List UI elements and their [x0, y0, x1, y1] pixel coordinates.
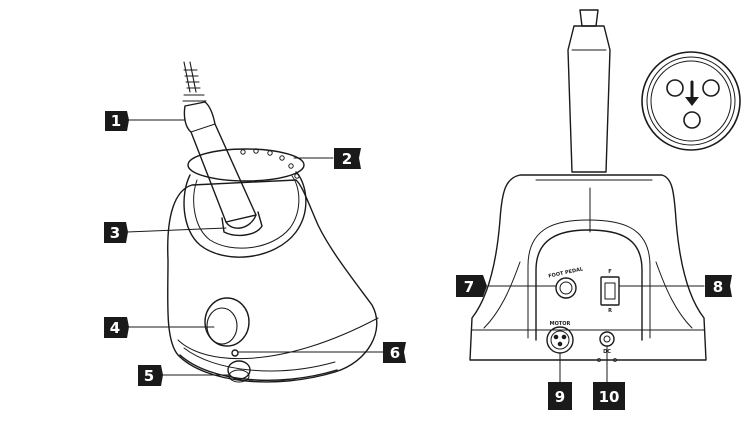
callout-9: 9 — [548, 382, 572, 410]
socket-pin-right — [702, 79, 720, 97]
vent-holes — [240, 148, 300, 179]
callout-8: 8 — [705, 275, 732, 297]
svg-text:7: 7 — [464, 278, 474, 296]
svg-text:4: 4 — [110, 319, 120, 337]
svg-text:2: 2 — [342, 150, 352, 168]
vent-ring — [187, 148, 305, 182]
front-leader-lines — [126, 119, 384, 376]
svg-text:8: 8 — [713, 278, 723, 296]
label-switch-reverse: R — [608, 308, 612, 314]
callout-badges: 1 2 3 4 5 6 7 8 — [104, 111, 732, 410]
svg-text:5: 5 — [144, 367, 154, 385]
socket-pin-bottom — [683, 111, 701, 129]
foot-pedal-jack — [555, 277, 577, 299]
rear-handpiece-tip — [579, 9, 599, 27]
callout-3: 3 — [104, 222, 128, 243]
indicator-light — [231, 349, 239, 357]
callout-4: 4 — [104, 317, 129, 338]
svg-text:1: 1 — [111, 112, 121, 130]
svg-text:9: 9 — [555, 388, 565, 406]
socket-detail-inset — [641, 51, 741, 151]
direction-switch — [600, 276, 620, 306]
rear-view — [469, 9, 707, 383]
svg-text:10: 10 — [599, 388, 620, 406]
callout-1: 1 — [105, 111, 129, 131]
unit-body — [167, 179, 378, 383]
callout-7: 7 — [456, 275, 487, 297]
svg-text:3: 3 — [110, 224, 120, 242]
arrow-down-icon — [685, 80, 699, 106]
svg-text:6: 6 — [390, 344, 400, 362]
label-motor: MOTOR — [550, 321, 571, 327]
socket-pin-left — [666, 79, 684, 97]
label-switch-forward: F — [608, 269, 611, 275]
handpiece-cord — [182, 61, 207, 102]
handpiece — [183, 101, 257, 223]
callout-5: 5 — [138, 365, 163, 386]
rear-leader-lines — [487, 285, 705, 383]
unit-top-collar — [183, 171, 307, 258]
callout-10: 10 — [593, 382, 625, 410]
rear-handpiece — [567, 25, 611, 173]
handpiece-holder — [221, 211, 263, 237]
speed-knob — [204, 297, 250, 347]
power-button — [227, 360, 251, 383]
rear-panel — [535, 229, 643, 341]
callout-2: 2 — [334, 148, 361, 169]
callout-6: 6 — [383, 342, 406, 363]
label-dc: DC — [603, 349, 611, 355]
rear-body — [469, 174, 707, 361]
dc-jack — [599, 331, 615, 347]
front-view — [126, 61, 384, 383]
